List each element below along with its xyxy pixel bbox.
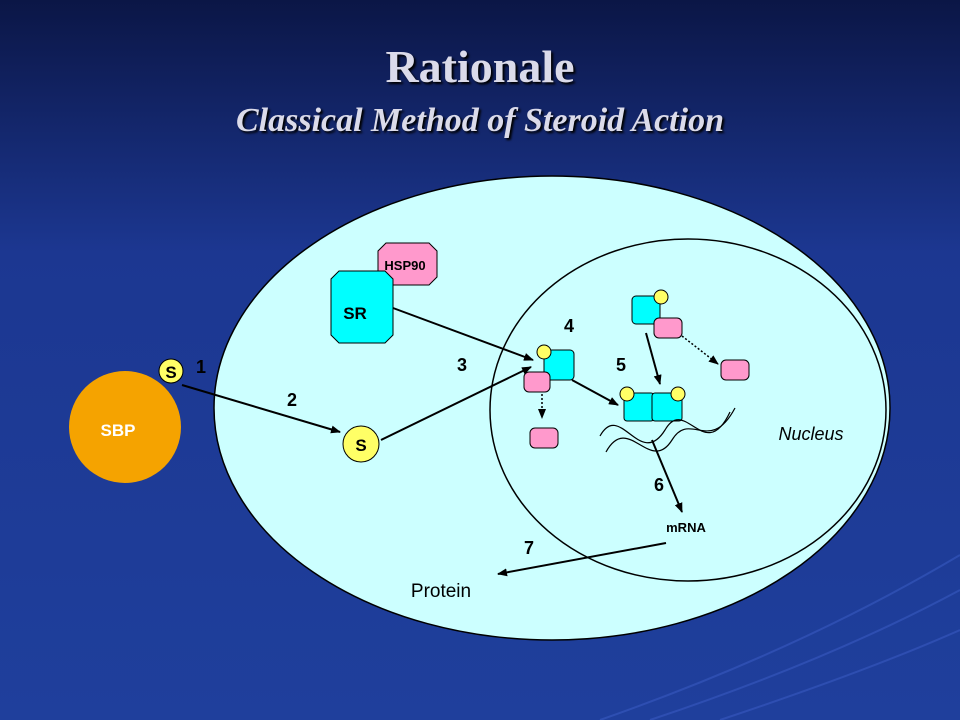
sbp-protein: [69, 371, 181, 483]
steroid-receptor: [330, 270, 394, 344]
receptor-steroid-complex: [523, 344, 575, 393]
receptor-dimer: [619, 386, 686, 422]
step-6: 6: [654, 475, 664, 495]
pathway-arrows: [181, 307, 683, 577]
sbp-label: SBP: [101, 421, 136, 440]
step-3: 3: [457, 355, 467, 375]
steroid-free-label: S: [355, 436, 366, 455]
protein-label: Protein: [411, 581, 471, 602]
slide-subtitle: Classical Method of Steroid Action: [235, 102, 724, 139]
hsp90-protein: [377, 242, 438, 286]
steroid-free: [342, 425, 380, 463]
nucleus-label: Nucleus: [778, 424, 843, 444]
mrna-label: mRNA: [666, 520, 706, 535]
receptor-label: SR: [343, 304, 367, 323]
released-hsp90-1: [529, 427, 559, 449]
step-4: 4: [564, 316, 574, 336]
receptor-complex-upper: [631, 289, 683, 339]
dna-strand: [599, 407, 736, 453]
background-swoosh: [599, 554, 960, 720]
slide-title: Rationale: [385, 41, 575, 92]
steroid-bound: [158, 358, 184, 384]
step-7: 7: [524, 538, 534, 558]
dotted-arrows: [538, 335, 719, 419]
step-5: 5: [616, 355, 626, 375]
released-hsp90-2: [720, 359, 750, 381]
steroid-bound-label: S: [165, 363, 176, 382]
hsp90-label: HSP90: [384, 258, 425, 273]
step-2: 2: [287, 390, 297, 410]
nucleus: [489, 238, 887, 582]
step-1: 1: [196, 357, 206, 377]
